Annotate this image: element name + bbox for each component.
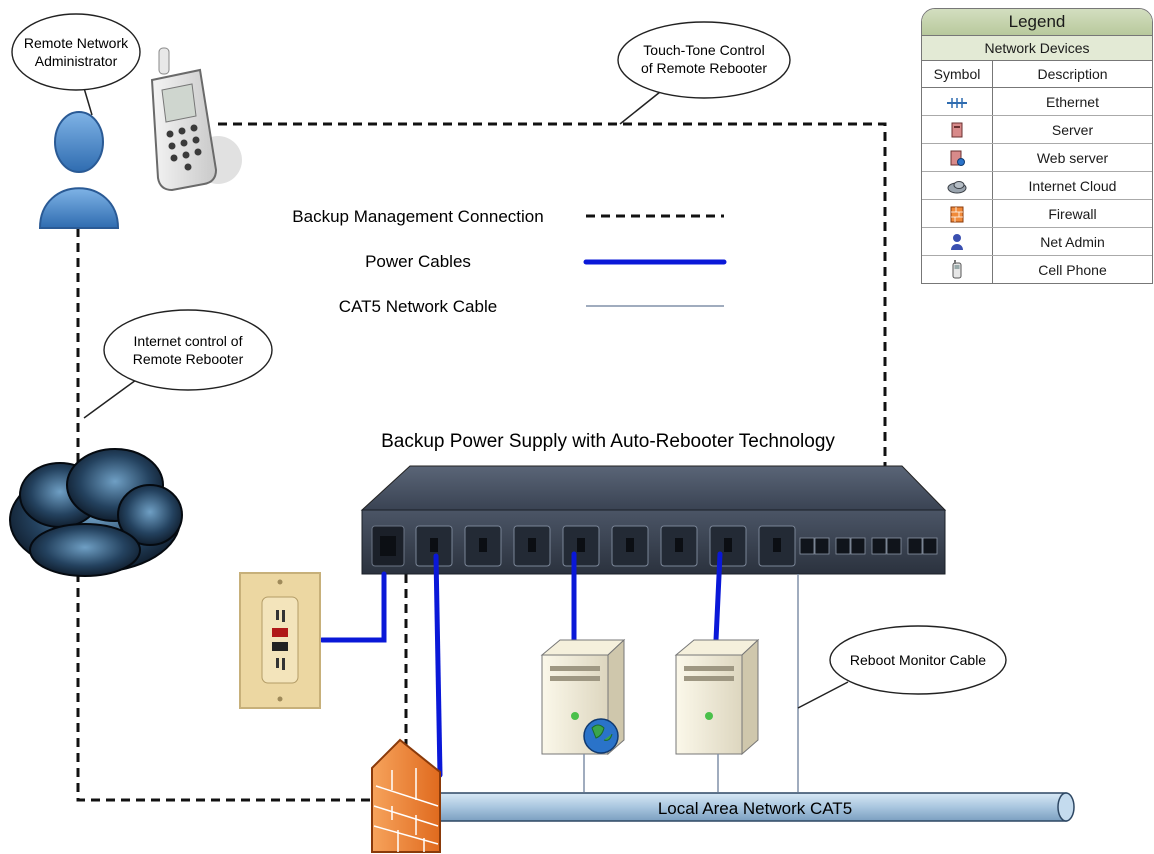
touch-tone-callout-line2: of Remote Rebooter xyxy=(641,60,767,76)
power-cables xyxy=(319,551,723,778)
power-cables-label: Power Cables xyxy=(365,252,471,271)
reboot-monitor-callout-text: Reboot Monitor Cable xyxy=(850,652,986,668)
internet-callout-line2: Remote Rebooter xyxy=(133,351,244,367)
admin-to-firewall-dashed-line xyxy=(76,228,372,802)
rj45-port-bank xyxy=(799,537,938,555)
legend-row: Server xyxy=(922,115,1152,144)
backup-connection-label: Backup Management Connection xyxy=(292,207,543,226)
server-figure xyxy=(674,638,760,756)
cell-phone-figure xyxy=(150,47,242,192)
legend-label: Server xyxy=(992,115,1152,144)
remote-admin-callout-line1: Remote Network xyxy=(24,35,129,51)
wall-outlet-figure xyxy=(239,572,321,709)
legend-col-symbol: Symbol xyxy=(922,61,993,88)
legend-row: Net Admin xyxy=(922,227,1152,256)
lan-label: Local Area Network CAT5 xyxy=(658,799,852,818)
legend-label: Ethernet xyxy=(992,87,1152,116)
legend-row: Cell Phone xyxy=(922,255,1152,283)
device-title: Backup Power Supply with Auto-Rebooter T… xyxy=(381,431,835,452)
legend-panel: Legend Network Devices Symbol Descriptio… xyxy=(921,8,1153,284)
internet-cloud-icon xyxy=(947,180,967,194)
web-server-icon xyxy=(950,150,965,166)
cat5-cable-label: CAT5 Network Cable xyxy=(339,297,497,316)
device-to-server-power-cable xyxy=(713,551,723,643)
net-admin-icon xyxy=(951,233,963,250)
outlet-to-device-power-cable xyxy=(319,571,387,643)
globe-icon xyxy=(583,718,619,754)
legend-label: Internet Cloud xyxy=(992,171,1152,200)
legend-row: Firewall xyxy=(922,199,1152,228)
phone-to-device-dashed-line xyxy=(218,122,905,554)
touch-tone-callout xyxy=(617,21,791,99)
device-to-firewall-power-cable xyxy=(433,553,443,778)
touch-tone-callout-line1: Touch-Tone Control xyxy=(643,42,764,58)
legend-row: Web server xyxy=(922,143,1152,172)
legend-label: Cell Phone xyxy=(1038,261,1107,278)
legend-label: Net Admin xyxy=(992,227,1152,256)
touch-tone-callout-pointer xyxy=(619,91,661,125)
firewall-figure xyxy=(371,738,441,853)
internet-callout-pointer xyxy=(83,379,137,419)
server-icon xyxy=(951,122,963,138)
legend-label: Web server xyxy=(992,143,1152,172)
remote-admin-callout-line2: Administrator xyxy=(35,53,118,69)
legend-label: Firewall xyxy=(992,199,1152,228)
legend-row: Internet Cloud xyxy=(922,171,1152,200)
internet-callout-line1: Internet control of xyxy=(134,333,243,349)
line-type-key: Backup Management Connection Power Cable… xyxy=(292,207,727,316)
backup-power-supply-device xyxy=(360,465,947,575)
cell-phone-icon xyxy=(952,259,962,278)
net-admin-figure xyxy=(38,111,120,229)
legend-subtitle: Network Devices xyxy=(922,36,1152,61)
reboot-monitor-callout-pointer xyxy=(797,681,849,709)
firewall-icon xyxy=(950,206,964,223)
legend-col-description: Description xyxy=(992,61,1152,88)
legend-title: Legend xyxy=(922,9,1152,36)
ethernet-icon xyxy=(947,97,967,108)
internet-control-callout xyxy=(103,309,273,391)
remote-admin-callout xyxy=(11,13,141,91)
legend-row: Ethernet xyxy=(922,87,1152,116)
web-server-figure xyxy=(540,638,626,756)
lan-pipe xyxy=(439,792,1075,822)
cat5-network-cables xyxy=(583,574,799,792)
legend-table: Symbol Description Ethernet Server Web s… xyxy=(922,61,1152,283)
admin-callout-pointer xyxy=(83,87,93,116)
reboot-monitor-callout xyxy=(829,625,1007,695)
internet-cloud-figure xyxy=(9,448,183,577)
backup-management-lines xyxy=(76,122,905,802)
